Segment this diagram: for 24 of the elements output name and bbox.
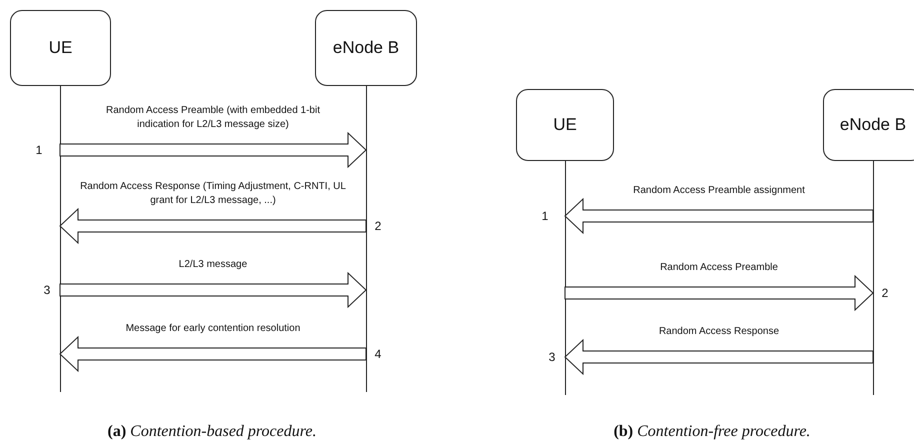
- figure-caption: (a) Contention-based procedure.: [108, 422, 316, 442]
- participant-name: eNode B: [840, 114, 906, 136]
- edge-label: Random Access Preamble assignment: [631, 184, 807, 198]
- participant-name: UE: [553, 114, 577, 136]
- step-number: 2: [882, 286, 888, 300]
- arrow: [59, 208, 366, 244]
- step-number: 2: [374, 219, 382, 233]
- step-number: 4: [374, 347, 382, 361]
- participant-name: UE: [48, 37, 72, 60]
- participant-name: eNode B: [332, 37, 400, 60]
- arrow: [60, 132, 367, 168]
- arrow: [60, 272, 367, 308]
- edge-label: Random Access Response: [656, 325, 782, 339]
- arrow: [564, 338, 874, 376]
- arrow: [59, 336, 366, 372]
- arrow: [564, 198, 874, 234]
- edge-label: L2/L3 message: [176, 258, 250, 272]
- arrow: [564, 274, 874, 312]
- step-number: 1: [542, 209, 548, 223]
- step-number: 1: [36, 143, 42, 157]
- step-number: 3: [44, 283, 50, 297]
- step-number: 3: [548, 350, 556, 364]
- edge-label: Message for early contention resolution: [124, 322, 302, 336]
- figure-caption: (b) Contention-free procedure.: [614, 422, 810, 442]
